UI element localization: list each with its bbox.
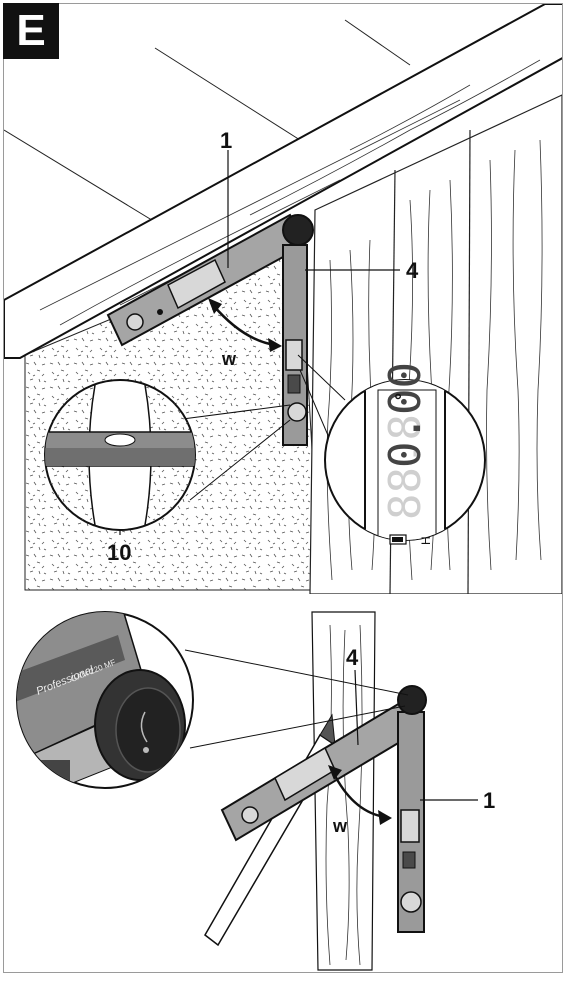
knob-magnifier: Professional GAM 220 MF [16,611,194,789]
hole-icon [126,313,144,331]
arrow-head [328,765,342,780]
ceiling-line [154,47,301,141]
knob-connector [184,649,409,696]
display-connector [297,354,346,401]
callout-4: 4 [346,645,359,670]
callout-10: 10 [107,540,131,565]
angle-measurer-bottom [220,685,427,933]
display-window [285,339,303,371]
ceiling-line [4,129,161,226]
display-magnifier: 88.8 0.00 ° H [324,362,486,545]
screw-icon [157,309,163,315]
lcd-hold-indicator: H [419,536,433,545]
lcd-degree-unit: ° [392,393,412,400]
arrow-head [268,338,282,352]
arrow-head [378,810,392,825]
callout-1: 1 [220,128,232,153]
callout-1: 1 [483,788,495,813]
lcd-screen [377,389,437,540]
arrow-head [208,298,222,314]
rotate-icon [140,711,148,743]
callout-4: 4 [406,258,419,283]
callout-w: w [332,816,348,836]
wood-grain [325,624,363,966]
level-vial-icon [287,402,307,422]
display-connector [299,369,331,441]
angle-measurer-top [106,213,314,446]
figure-frame [3,3,563,973]
lcd-reading: 0.00 [380,362,431,468]
lcd-ghost: 88.8 [380,414,431,520]
button [287,374,301,394]
figure-letter: E [3,3,59,59]
callout-w: w [221,349,237,369]
knob-connector [189,705,406,749]
grip-pad [167,258,226,310]
bottom-panel: Professional GAM 220 MF [16,611,478,971]
hinge-knob [397,685,427,715]
leader-line-4 [354,669,359,746]
hinge-knob [282,214,314,246]
vial-magnifier [44,379,196,531]
lens-connector [174,404,291,421]
button [402,851,416,869]
bubble-icon [104,433,136,447]
board-seam [467,129,471,594]
lock-icon [143,747,149,753]
hole-icon [241,806,259,824]
level-vial-icon [400,891,422,913]
ceiling-line [344,19,411,66]
display-window [400,809,420,843]
rafter-beam [4,4,562,359]
lens-connector [189,419,291,501]
